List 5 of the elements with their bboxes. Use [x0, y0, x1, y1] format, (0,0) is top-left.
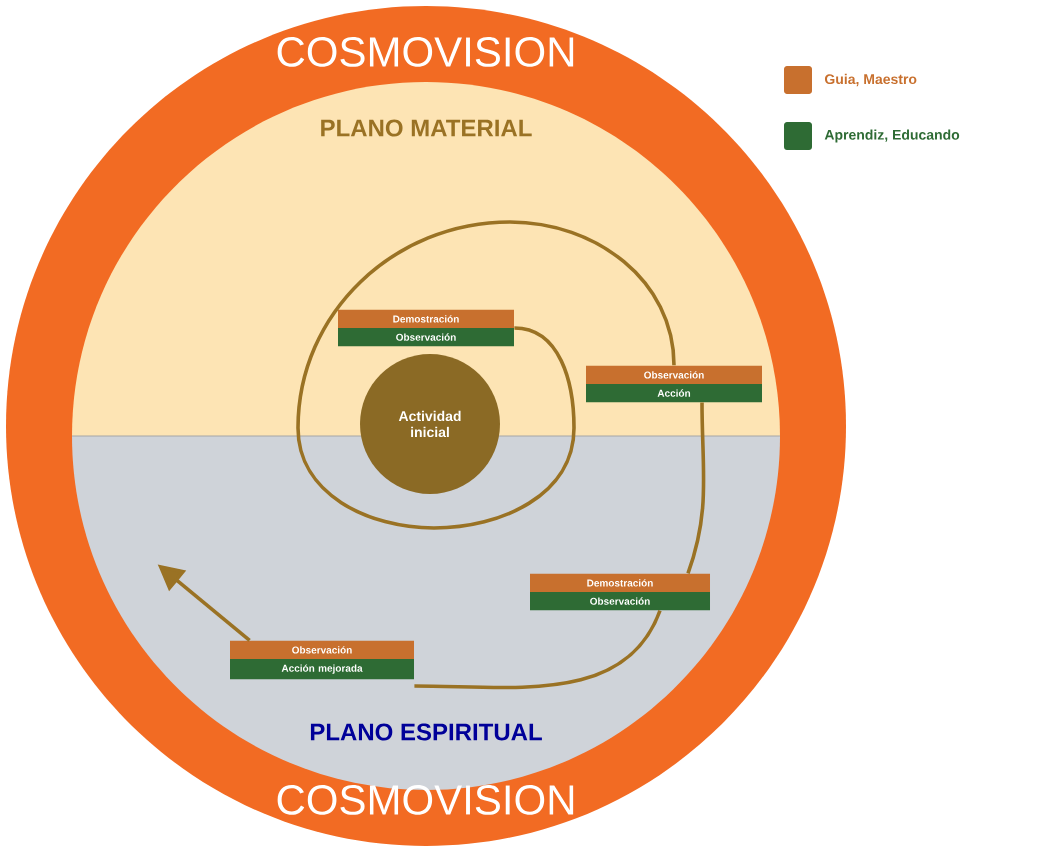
ring-title: COSMOVISION — [277, 785, 574, 815]
ring-title: COSMOVISION — [277, 37, 574, 67]
spiral-line — [414, 609, 662, 690]
plane-label: PLANO MATERIAL — [321, 119, 532, 137]
plane-label: PLANO ESPIRITUAL — [310, 723, 542, 741]
